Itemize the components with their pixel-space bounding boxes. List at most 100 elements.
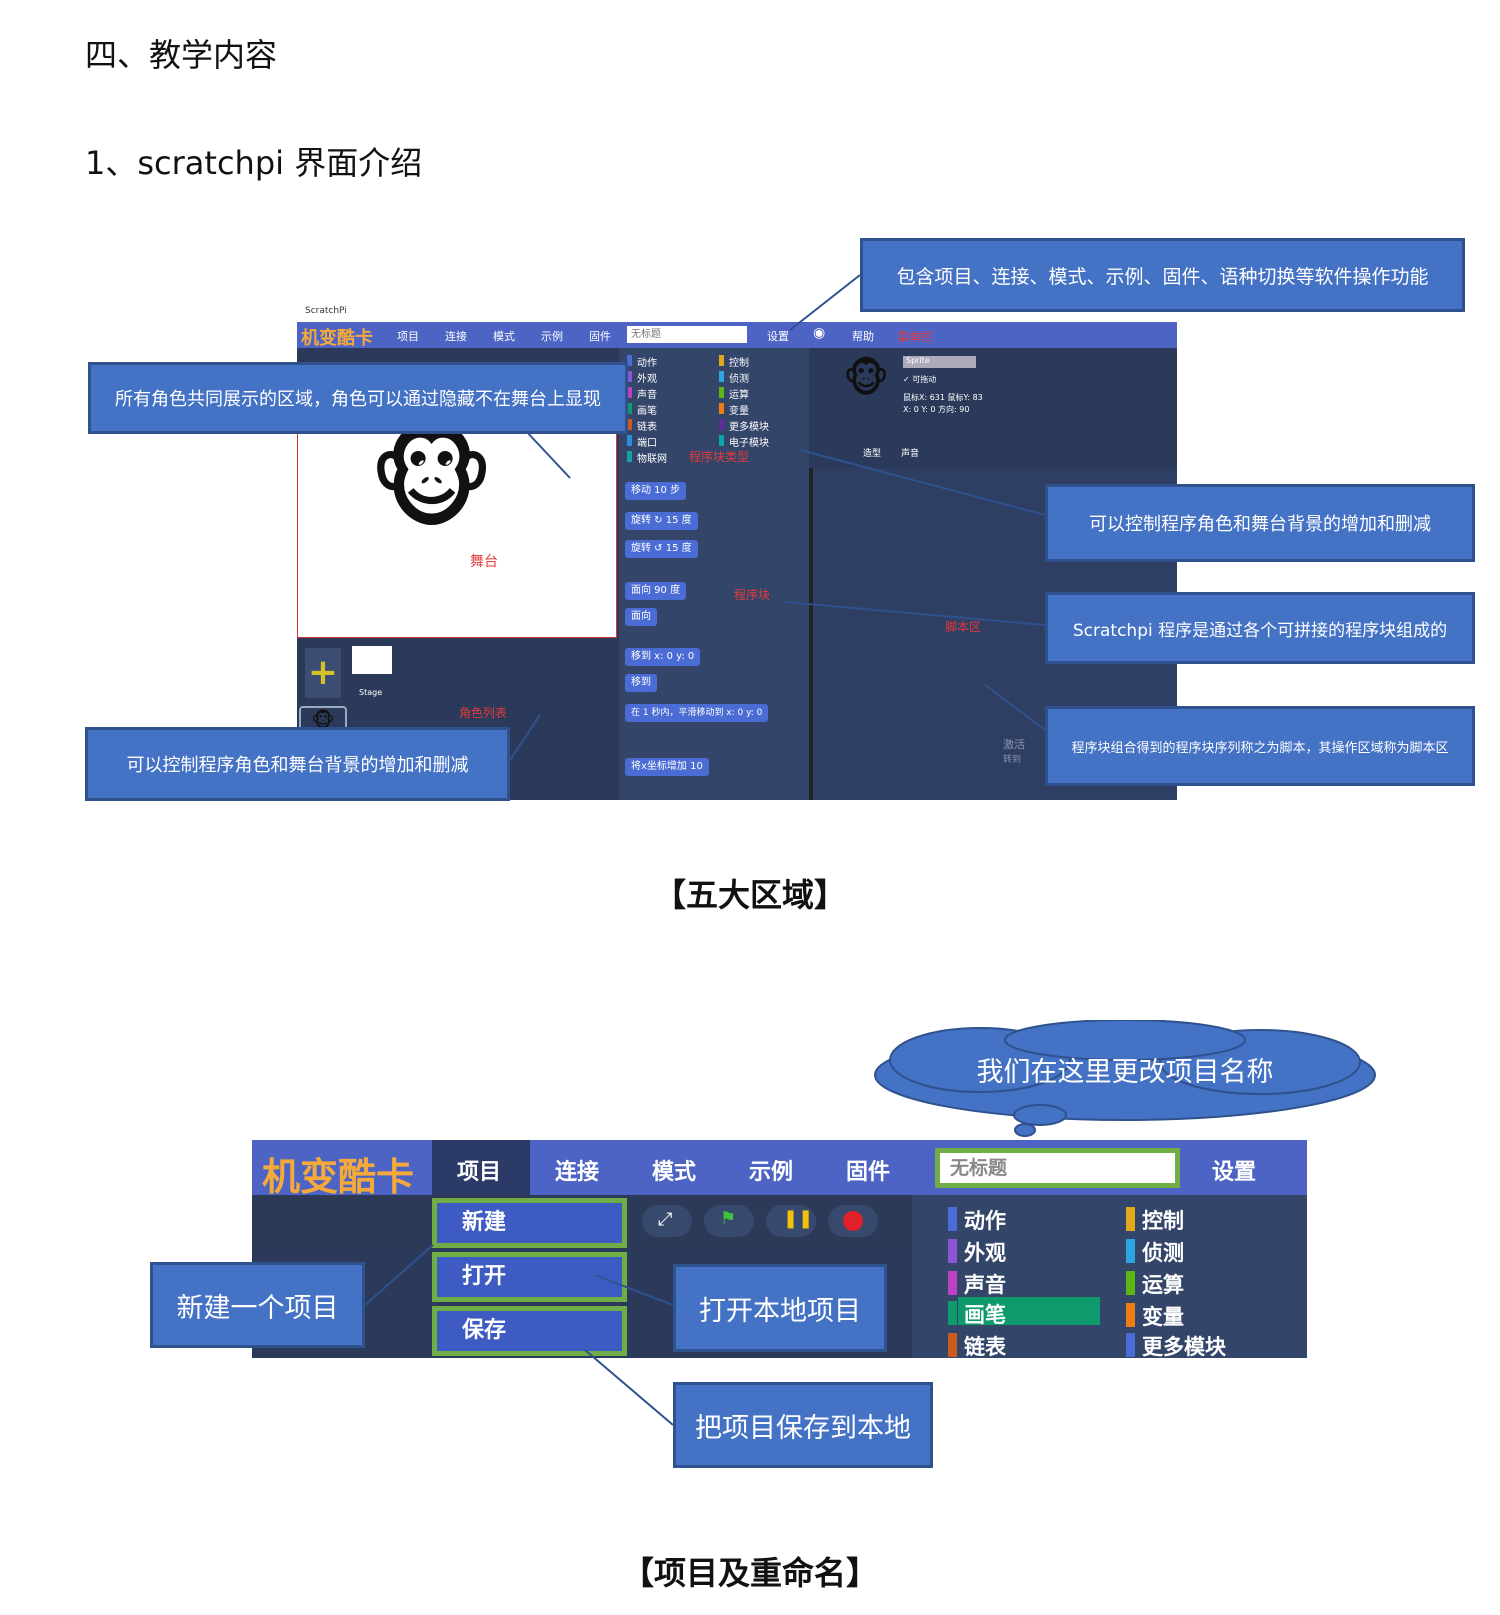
sprite-name-field[interactable]: Sprite: [903, 356, 976, 368]
logo: 机变酷卡: [262, 1155, 415, 1199]
blocks-palette: 移动 10 步 旋转 ↻ 15 度 旋转 ↺ 15 度 面向 90 度 面向 移…: [619, 468, 813, 800]
project-title-input[interactable]: 无标题: [935, 1148, 1180, 1188]
callout-connectors: [509, 274, 1046, 761]
menu-settings[interactable]: 设置: [767, 330, 789, 343]
cloud-shape: [874, 1020, 1376, 1137]
menu-connect[interactable]: 连接: [555, 1160, 600, 1185]
category-motion[interactable]: 动作: [627, 354, 657, 369]
callout-save: 把项目保存到本地: [673, 1382, 933, 1468]
menubar: 机变酷卡 项目 连接 模式 示例 固件 无标题 设置: [252, 1140, 1307, 1199]
category-control[interactable]: 控制: [1126, 1205, 1184, 1235]
block-goto-xy[interactable]: 移到 x: 0 y: 0: [625, 648, 701, 666]
block-move[interactable]: 移动 10 步: [625, 482, 687, 500]
pause-button[interactable]: ❚❚: [766, 1205, 816, 1237]
callout-stage: 所有角色共同展示的区域，角色可以通过隐藏不在舞台上显现: [88, 362, 628, 434]
menu-settings[interactable]: 设置: [1212, 1160, 1257, 1185]
menu-firmware[interactable]: 固件: [589, 330, 611, 343]
block-goto[interactable]: 移到: [625, 674, 657, 692]
menu-item-open[interactable]: 打开: [432, 1252, 627, 1302]
menu-project[interactable]: 项目: [457, 1160, 502, 1185]
stop-button[interactable]: [828, 1205, 878, 1237]
block-categories: 动作 外观 声音 画笔 链表 控制 侦测 运算 变量 更多模块: [912, 1195, 1307, 1358]
section-heading: 四、教学内容: [85, 36, 278, 74]
figure2-caption: 【项目及重命名】: [621, 1554, 878, 1592]
sprite-list-annotation: 角色列表: [459, 706, 508, 720]
category-sensing[interactable]: 侦测: [1126, 1237, 1184, 1267]
project-menu-screenshot: 机变酷卡 项目 连接 模式 示例 固件 无标题 设置 ⤢ ⚑ ❚❚ 新建 打开 …: [252, 1140, 1307, 1358]
category-variables[interactable]: 变量: [719, 402, 749, 417]
blocks-annotation: 程序块: [734, 588, 771, 602]
fullscreen-icon: ⤢: [658, 1209, 673, 1230]
callout-open: 打开本地项目: [673, 1264, 887, 1352]
sprite-info-panel: 🐵 Sprite ✓ 可拖动 鼠标X: 631 鼠标Y: 83 X: 0 Y: …: [813, 348, 1177, 466]
monkey-sprite-icon: 🐵: [368, 415, 496, 543]
menu-item-save[interactable]: 保存: [432, 1306, 627, 1356]
block-point-direction[interactable]: 面向 90 度: [625, 582, 687, 600]
block-turn-left[interactable]: 旋转 ↺ 15 度: [625, 540, 698, 558]
category-operators[interactable]: 运算: [1126, 1269, 1184, 1299]
category-pen[interactable]: 画笔: [948, 1299, 1006, 1329]
category-sensing[interactable]: 侦测: [719, 370, 749, 385]
menu-firmware[interactable]: 固件: [846, 1160, 891, 1185]
category-port[interactable]: 端口: [627, 434, 657, 449]
callout-sprite-panel: 可以控制程序角色和舞台背景的增加和删减: [1045, 484, 1475, 562]
menu-connect[interactable]: 连接: [445, 330, 467, 343]
subsection-heading: 1、scratchpi 界面介绍: [85, 144, 423, 182]
category-sound[interactable]: 声音: [627, 386, 657, 401]
block-point-towards[interactable]: 面向: [625, 608, 657, 626]
sprite-thumbnail-icon: 🐵: [843, 356, 890, 402]
globe-icon[interactable]: ◉: [813, 325, 826, 341]
category-more-blocks[interactable]: 更多模块: [719, 418, 769, 433]
category-list[interactable]: 链表: [627, 418, 657, 433]
stage-thumbnail-label: Stage: [359, 688, 383, 697]
green-flag-button[interactable]: ⚑: [704, 1205, 754, 1237]
stage-annotation: 舞台: [470, 554, 498, 570]
category-operators[interactable]: 运算: [719, 386, 749, 401]
app-name: ScratchPi: [305, 306, 347, 316]
menu-help[interactable]: 帮助: [852, 330, 874, 343]
add-sprite-icon[interactable]: +: [305, 648, 341, 698]
pen-category-highlight: [958, 1297, 1100, 1325]
callout-blocks: Scratchpi 程序是通过各个可拼接的程序块组成的: [1045, 592, 1475, 664]
category-looks[interactable]: 外观: [948, 1237, 1006, 1267]
category-sound[interactable]: 声音: [948, 1269, 1006, 1299]
stage[interactable]: 🐵 舞台: [297, 410, 617, 638]
logo: 机变酷卡: [301, 328, 373, 349]
tab-sounds[interactable]: 声音: [901, 449, 920, 459]
category-more-blocks[interactable]: 更多模块: [1126, 1331, 1226, 1358]
goto-hint: 转到: [1003, 755, 1022, 765]
callout-menubar: 包含项目、连接、模式、示例、固件、语种切换等软件操作功能: [860, 238, 1465, 312]
category-iot[interactable]: 物联网: [627, 450, 667, 465]
menu-mode[interactable]: 模式: [652, 1160, 697, 1185]
fullscreen-button[interactable]: ⤢: [642, 1205, 692, 1237]
menu-item-new[interactable]: 新建: [432, 1198, 627, 1248]
category-motion[interactable]: 动作: [948, 1205, 1006, 1235]
block-change-x[interactable]: 将x坐标增加 10: [625, 758, 709, 776]
menu-mode[interactable]: 模式: [493, 330, 515, 343]
callout-script-area: 程序块组合得到的程序块序列称之为脚本，其操作区域称为脚本区: [1045, 706, 1475, 786]
category-looks[interactable]: 外观: [627, 370, 657, 385]
category-control[interactable]: 控制: [719, 354, 749, 369]
callout-sprite-list: 可以控制程序角色和舞台背景的增加和删减: [85, 727, 510, 801]
active-menu-bg: [432, 1140, 530, 1195]
block-turn-right[interactable]: 旋转 ↻ 15 度: [625, 512, 698, 530]
activate-hint: 激活: [1003, 738, 1025, 751]
block-glide[interactable]: 在 1 秒内，平滑移动到 x: 0 y: 0: [625, 704, 769, 722]
menu-examples[interactable]: 示例: [749, 1160, 794, 1185]
menubar-annotation: 菜单栏: [897, 330, 934, 344]
tab-costumes[interactable]: 造型: [863, 449, 882, 459]
block-categories: 动作 外观 声音 画笔 链表 端口 物联网 控制 侦测 运算 变量 更多模块 电…: [619, 348, 809, 468]
category-list[interactable]: 链表: [948, 1331, 1006, 1358]
callout-new: 新建一个项目: [150, 1262, 365, 1348]
stage-thumbnail[interactable]: [352, 646, 392, 674]
script-annotation: 脚本区: [945, 620, 982, 634]
category-variables[interactable]: 变量: [1126, 1301, 1184, 1331]
menu-project[interactable]: 项目: [397, 330, 419, 343]
category-pen[interactable]: 画笔: [627, 402, 657, 417]
category-electronics[interactable]: 电子模块: [719, 434, 769, 449]
sprite-draggable[interactable]: ✓ 可拖动: [903, 375, 937, 384]
project-title-input[interactable]: 无标题: [627, 326, 747, 343]
pause-icon: ❚❚: [783, 1208, 814, 1229]
sprite-mouse-info: 鼠标X: 631 鼠标Y: 83: [903, 393, 983, 402]
menu-examples[interactable]: 示例: [541, 330, 563, 343]
